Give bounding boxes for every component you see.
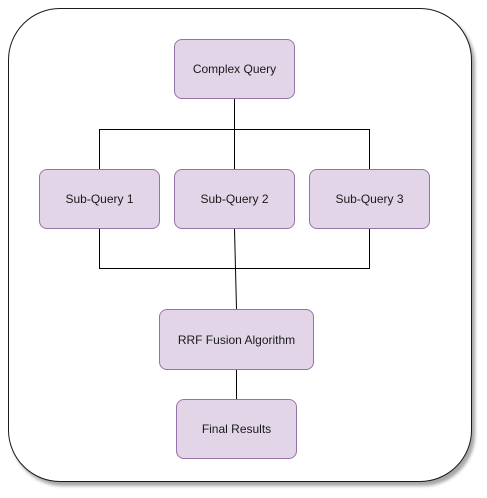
node-sub-query-2-label: Sub-Query 2 [200,192,269,206]
node-sub-query-3[interactable]: Sub-Query 3 [309,169,430,229]
node-sub-query-1-label: Sub-Query 1 [65,192,134,206]
node-sub-query-2[interactable]: Sub-Query 2 [174,169,295,229]
node-sub-query-1[interactable]: Sub-Query 1 [39,169,160,229]
node-final-results-label: Final Results [201,422,272,436]
node-rrf-fusion-algorithm-label: RRF Fusion Algorithm [177,332,296,347]
node-complex-query[interactable]: Complex Query [174,39,295,99]
node-final-results[interactable]: Final Results [176,399,297,459]
node-complex-query-label: Complex Query [192,62,277,76]
node-sub-query-3-label: Sub-Query 3 [335,192,404,206]
node-rrf-fusion-algorithm[interactable]: RRF Fusion Algorithm [159,309,314,370]
